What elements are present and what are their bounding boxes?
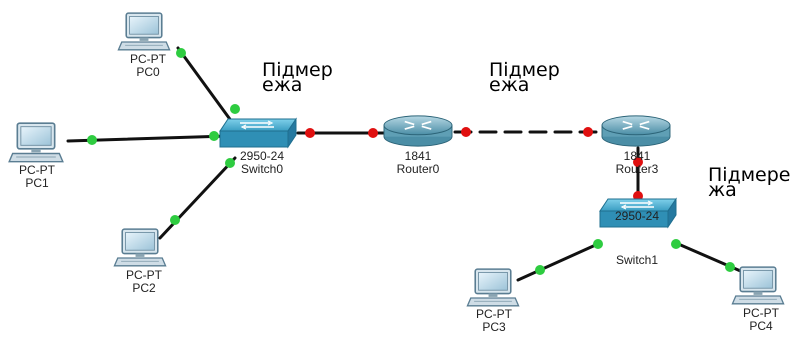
device-name-label: Router0 xyxy=(397,162,440,176)
link-up-dot xyxy=(535,265,545,275)
device-router3[interactable]: 1841 Router3 xyxy=(601,115,671,176)
link-status-dots xyxy=(87,48,735,275)
link-router-dot xyxy=(305,128,315,138)
link-up-dot xyxy=(209,131,219,141)
subnet-label-line2: ежа xyxy=(262,74,302,96)
device-name-label: Switch0 xyxy=(241,162,283,176)
device-name-label: Router3 xyxy=(616,162,659,176)
subnet-label-line1: Підмер xyxy=(262,59,333,81)
link-router-dot xyxy=(633,157,643,167)
link-router-dot xyxy=(583,127,593,137)
device-type-label: 1841 xyxy=(405,149,432,163)
subnet-label-line1: Підмер xyxy=(489,59,560,81)
device-type-label: 1841 xyxy=(624,149,651,163)
link-up-dot xyxy=(170,215,180,225)
device-type-label: PC-PT xyxy=(126,268,163,282)
device-name-label: PC0 xyxy=(136,65,160,79)
subnet-label-line1: Підмере xyxy=(708,164,790,186)
device-type-label: PC-PT xyxy=(476,307,513,321)
device-pc1[interactable]: PC-PT PC1 xyxy=(8,122,64,190)
device-type-label: PC-PT xyxy=(130,52,167,66)
device-type-label: 2950-24 xyxy=(240,149,284,163)
link-up-dot xyxy=(230,104,240,114)
link-up-dot xyxy=(671,239,681,249)
device-switch0[interactable]: 2950-24 Switch0 xyxy=(219,118,297,176)
device-pc0[interactable]: PC-PT PC0 xyxy=(117,12,171,79)
switch-icon xyxy=(219,118,297,148)
device-name-label: PC2 xyxy=(132,281,156,295)
device-type-label: PC-PT xyxy=(19,163,56,177)
device-name-label: PC1 xyxy=(25,176,49,190)
link-router-dot xyxy=(461,127,471,137)
router-icon xyxy=(383,115,453,147)
link-switch1-pc4[interactable] xyxy=(674,241,754,278)
subnet-label-3: Підмере жа xyxy=(708,164,790,201)
device-switch1[interactable]: 2950-24 Switch1 xyxy=(599,198,677,267)
subnet-label-line2: жа xyxy=(708,179,737,201)
device-name-label: PC3 xyxy=(482,320,506,334)
link-switch1-pc3[interactable] xyxy=(516,241,602,282)
link-up-dot xyxy=(593,239,603,249)
link-pc2-switch0[interactable] xyxy=(158,156,237,240)
pc-icon xyxy=(117,12,171,51)
subnet-label-1: Підмер ежа xyxy=(262,59,333,96)
device-type-label: PC-PT xyxy=(743,306,780,320)
link-up-dot xyxy=(176,48,186,58)
link-up-dot xyxy=(225,158,235,168)
device-router0[interactable]: 1841 Router0 xyxy=(383,115,453,176)
link-up-dot xyxy=(725,262,735,272)
device-pc3[interactable]: PC-PT PC3 xyxy=(466,268,520,334)
router-icon xyxy=(601,115,671,147)
subnet-label-line2: ежа xyxy=(489,74,529,96)
device-pc4[interactable]: PC-PT PC4 xyxy=(731,266,785,333)
subnet-label-2: Підмер ежа xyxy=(489,59,560,96)
pc-icon xyxy=(8,122,64,163)
device-name-label: PC4 xyxy=(749,319,773,333)
link-router-dot xyxy=(368,128,378,138)
pc-icon xyxy=(731,266,785,305)
device-type-label: 2950-24 xyxy=(615,209,659,223)
pc-icon xyxy=(466,268,520,307)
link-up-dot xyxy=(87,135,97,145)
device-pc2[interactable]: PC-PT PC2 xyxy=(113,228,167,295)
device-name-label: Switch1 xyxy=(616,253,658,267)
pc-icon xyxy=(113,228,167,267)
